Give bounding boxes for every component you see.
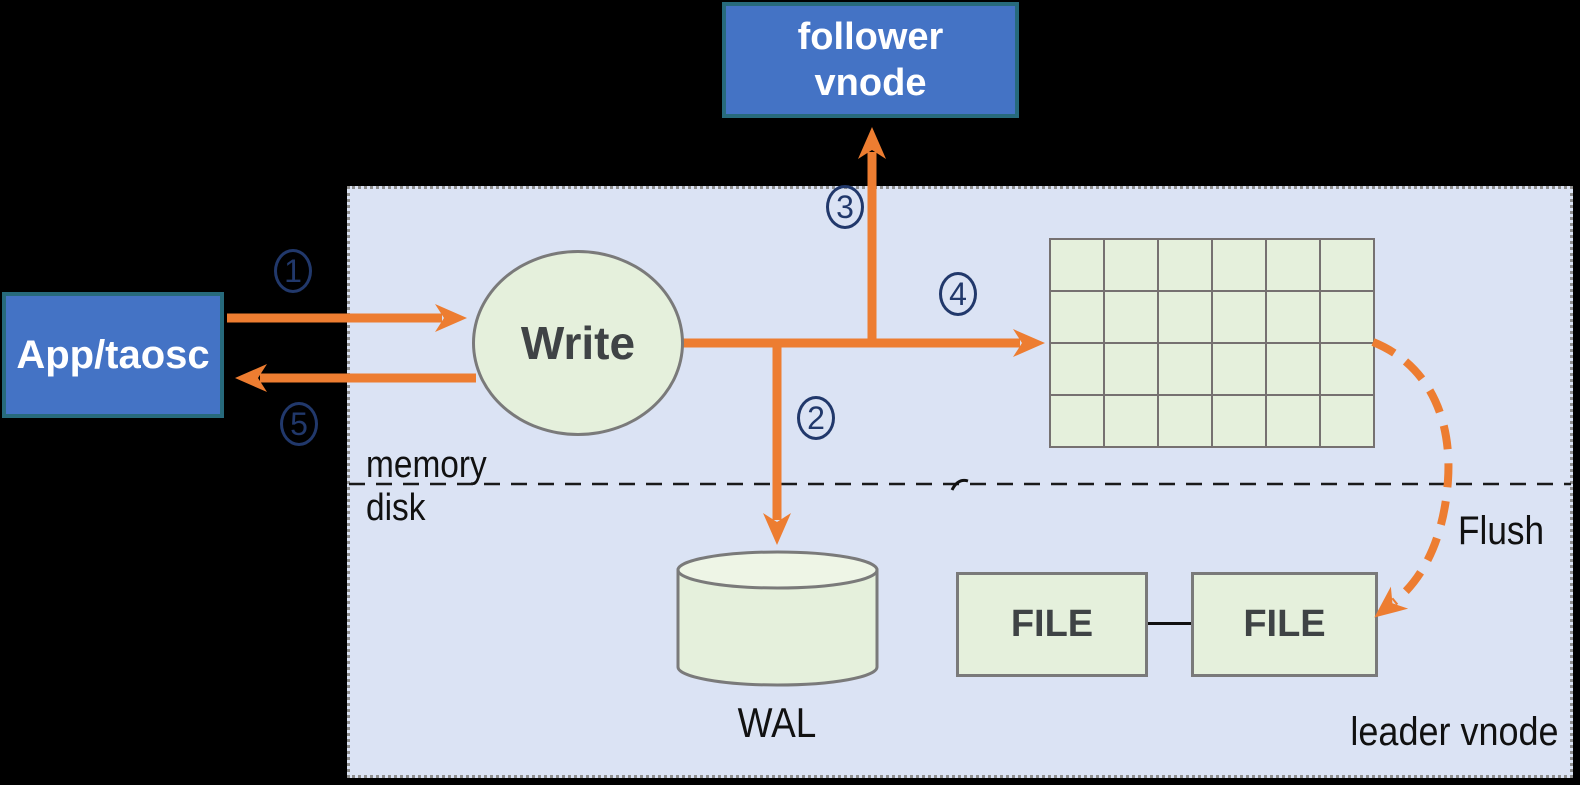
memtable-cell	[1051, 292, 1103, 342]
app-taosc-node: App/taosc	[2, 292, 224, 418]
app-taosc-label: App/taosc	[16, 332, 210, 377]
follower-vnode-line1: follower	[797, 15, 944, 58]
memtable-cell	[1159, 240, 1211, 290]
memtable-cell	[1051, 240, 1103, 290]
step-badge-2: 2	[797, 396, 835, 440]
memtable-cell	[1321, 396, 1373, 446]
memtable-cell	[1213, 396, 1265, 446]
disk-zone-label: disk	[366, 487, 426, 529]
memtable-cell	[1213, 292, 1265, 342]
memtable-cell	[1267, 396, 1319, 446]
memtable-cell	[1159, 396, 1211, 446]
memtable-cell	[1105, 396, 1157, 446]
memtable-cell	[1321, 240, 1373, 290]
write-node: Write	[472, 250, 684, 436]
wal-label: WAL	[737, 699, 817, 746]
memtable-cell	[1159, 344, 1211, 394]
file-label: FILE	[1010, 603, 1094, 645]
file-node-left: FILE	[956, 572, 1148, 677]
memtable-cell	[1105, 292, 1157, 342]
file-label: FILE	[1243, 603, 1326, 645]
memtable-cell	[1213, 344, 1265, 394]
file-node-right: FILE	[1191, 572, 1378, 677]
step-badge-1: 1	[274, 249, 312, 293]
flush-label: Flush	[1458, 509, 1545, 553]
file-connector-line	[1148, 622, 1191, 625]
write-label: Write	[520, 317, 636, 369]
memtable-cell	[1213, 240, 1265, 290]
leader-vnode-label: leader vnode	[1350, 710, 1559, 754]
memtable-cell	[1105, 240, 1157, 290]
follower-vnode-node: follower vnode	[722, 2, 1019, 118]
step-badge-5: 5	[280, 402, 318, 446]
memtable-cell	[1321, 344, 1373, 394]
memtable-cell	[1267, 240, 1319, 290]
memtable-cell	[1267, 344, 1319, 394]
follower-vnode-line2: vnode	[814, 62, 927, 104]
memtable-cell	[1051, 396, 1103, 446]
memtable-cell	[1321, 292, 1373, 342]
memtable-cell	[1105, 344, 1157, 394]
step-badge-4: 4	[939, 272, 977, 316]
memtable-cell	[1159, 292, 1211, 342]
memory-zone-label: memory	[366, 444, 487, 486]
memtable-cell	[1051, 344, 1103, 394]
memtable-cell	[1267, 292, 1319, 342]
memtable-grid	[1049, 238, 1375, 448]
step-badge-3: 3	[826, 185, 864, 229]
